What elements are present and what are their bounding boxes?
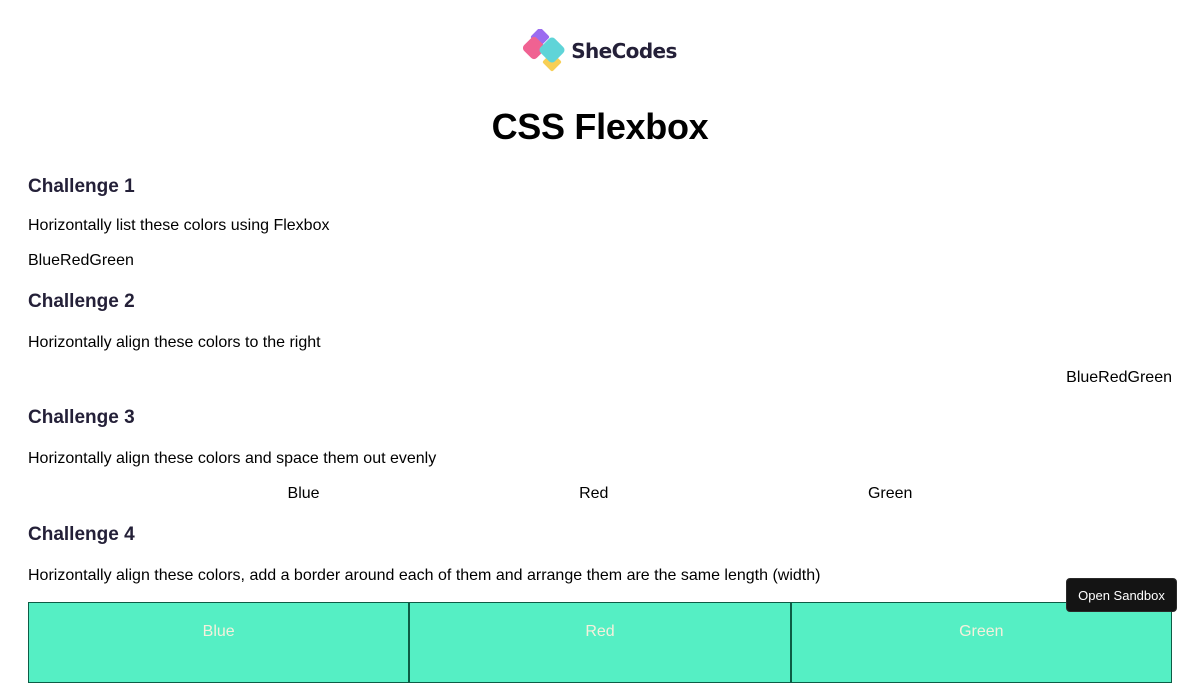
page-title: CSS Flexbox xyxy=(491,106,709,147)
color-item-blue: Blue xyxy=(28,252,61,269)
color-box-blue: Blue xyxy=(28,602,409,683)
challenge-description: Horizontally align these colors and spac… xyxy=(28,450,437,467)
challenge-title: Challenge 4 xyxy=(28,524,135,545)
color-box-red: Red xyxy=(408,602,790,683)
color-item-red: Red xyxy=(1098,369,1128,386)
challenge-2: Challenge 2 Horizontally align these col… xyxy=(28,291,1172,388)
color-item-red: Red xyxy=(60,252,90,269)
challenge-1: Challenge 1 Horizontally list these colo… xyxy=(28,176,1172,271)
open-sandbox-button[interactable]: Open Sandbox xyxy=(1066,578,1177,612)
shecodes-logo[interactable]: SheCodes xyxy=(523,28,677,74)
color-item-blue: Blue xyxy=(287,485,320,502)
logo-text: SheCodes xyxy=(571,39,677,63)
challenge-title: Challenge 3 xyxy=(28,407,135,428)
challenge-description: Horizontally align these colors to the r… xyxy=(28,334,321,351)
challenge-description: Horizontally list these colors using Fle… xyxy=(28,217,330,234)
color-box-green: Green xyxy=(789,602,1172,683)
color-list: Blue Red Green xyxy=(28,251,1172,271)
color-item-green: Green xyxy=(1127,369,1172,386)
header: SheCodes xyxy=(28,0,1172,74)
shecodes-logo-icon xyxy=(523,29,565,72)
color-item-blue: Blue xyxy=(1066,369,1099,386)
challenge-4: Challenge 4 Horizontally align these col… xyxy=(28,524,1172,683)
color-item-green: Green xyxy=(867,485,913,502)
challenge-description: Horizontally align these colors, add a b… xyxy=(28,567,821,584)
color-list: Blue Red Green xyxy=(28,368,1172,388)
challenge-title: Challenge 2 xyxy=(28,291,135,312)
color-boxes: Blue Red Green xyxy=(28,602,1172,683)
challenge-title: Challenge 1 xyxy=(28,176,135,197)
color-item-green: Green xyxy=(89,252,134,269)
color-list: Blue Red Green xyxy=(28,484,1172,504)
challenge-3: Challenge 3 Horizontally align these col… xyxy=(28,407,1172,504)
color-item-red: Red xyxy=(579,485,609,502)
